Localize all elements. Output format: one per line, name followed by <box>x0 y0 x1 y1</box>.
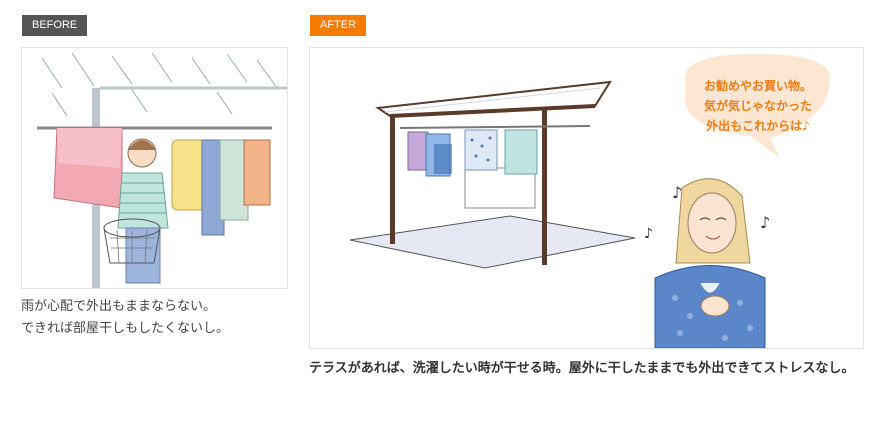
before-caption: 雨が心配で外出もままならない。 できれば部屋干しもしたくないし。 <box>21 296 291 340</box>
dotted-shirt <box>464 129 498 171</box>
after-caption: テラスがあれば、洗濯したい時が干せる時。屋外に干したままでも外出できてストレスな… <box>309 361 855 376</box>
person-shirt <box>117 172 169 229</box>
terrace-post-right <box>542 110 547 265</box>
speech-bubble-line-2: 気が気じゃなかった <box>704 98 812 113</box>
purple-shirt <box>407 131 429 171</box>
woman-face <box>687 192 737 254</box>
speech-bubble-line-3: 外出もこれからは♪ <box>706 118 810 133</box>
music-note-icon: ♪ <box>760 213 770 232</box>
terrace-drying-illustration: お勧めやお買い物。 気が気じゃなかった 外出もこれからは♪ ♪ ♪ ♪ <box>349 54 830 348</box>
orange-shirt <box>243 139 271 206</box>
music-note-icon: ♪ <box>644 226 653 242</box>
teal-towel <box>504 129 538 175</box>
green-shirt <box>219 139 249 221</box>
speech-bubble-line-1: お勧めやお買い物。 <box>704 78 812 93</box>
speech-bubble <box>685 54 830 158</box>
woman-hand <box>700 295 730 317</box>
terrace-post-left <box>390 114 395 244</box>
rainy-indoor-drying-illustration <box>37 52 287 288</box>
after-badge: AFTER <box>310 15 367 36</box>
glass-panel <box>464 167 536 209</box>
before-caption-line-1: 雨が心配で外出もままならない。 <box>21 299 217 314</box>
rain-streaks <box>41 52 278 117</box>
before-badge: BEFORE <box>22 15 88 36</box>
terrace-drying-rod <box>399 125 591 129</box>
before-caption-line-2: できれば部屋干しもしたくないし。 <box>21 321 230 336</box>
terrace-floor <box>349 215 636 269</box>
after-illustration: お勧めやお買い物。 気が気じゃなかった 外出もこれからは♪ ♪ ♪ ♪ <box>309 47 864 349</box>
music-note-icon: ♪ <box>672 183 682 202</box>
before-illustration <box>21 47 288 289</box>
